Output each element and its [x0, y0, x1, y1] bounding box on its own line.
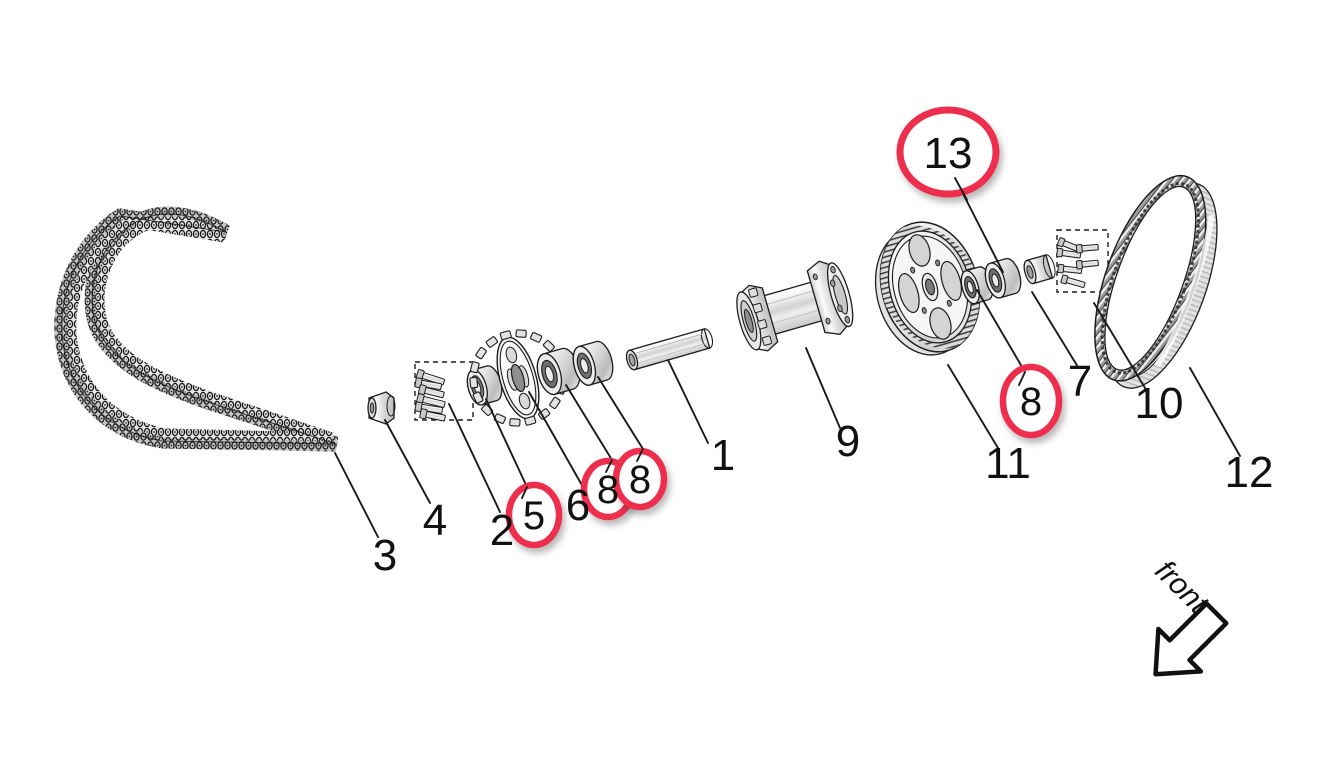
- pulley-spoke-cutouts: [897, 234, 963, 340]
- callout-highlight-rings: [505, 106, 1063, 549]
- bolt-cluster-right-upper: [1056, 237, 1099, 259]
- callout-number-12[interactable]: 12: [1225, 448, 1274, 497]
- callout-number-11[interactable]: 11: [985, 439, 1031, 488]
- hub-left-flange: [736, 284, 779, 352]
- part-spacer-bushing-right: [1023, 254, 1056, 285]
- leader-12: [1189, 367, 1241, 457]
- leader-8b: [597, 376, 644, 450]
- leader-3: [334, 452, 379, 538]
- leader-lines: [334, 177, 1241, 538]
- leader-2: [448, 403, 501, 513]
- leader-8c: [976, 289, 1026, 373]
- leader-5: [485, 398, 528, 488]
- callout-number-3[interactable]: 3: [373, 531, 397, 580]
- callout-number-8-mid[interactable]: 8: [597, 468, 619, 512]
- bolt-cluster-lower: [414, 393, 446, 422]
- part-axle-tube: [625, 328, 714, 371]
- callout-number-4[interactable]: 4: [423, 496, 447, 545]
- part-drive-belt: [1094, 174, 1218, 389]
- part-hub-shell: [736, 260, 854, 352]
- arrow-down-right-icon: [1153, 601, 1229, 677]
- callout-number-5[interactable]: 5: [523, 494, 545, 538]
- part-drive-chain: [54, 206, 339, 452]
- callout-number-8-right[interactable]: 8: [1020, 380, 1042, 424]
- callout-number-10[interactable]: 10: [1135, 379, 1184, 428]
- chain-strand-inner: [67, 216, 334, 442]
- hub-right-flange: [806, 260, 854, 335]
- part-bearing-left-outer: [572, 340, 614, 386]
- callout-number-13[interactable]: 13: [924, 129, 973, 178]
- leader-10: [1093, 302, 1146, 389]
- part-sprocket: [469, 329, 567, 427]
- bolt-cluster-right-lower: [1057, 259, 1099, 288]
- leader-6: [528, 391, 584, 488]
- leader-stubs-in-bubbles: [521, 177, 1026, 499]
- highlight-ring-8-right[interactable]: [999, 363, 1063, 439]
- leader-11: [947, 364, 999, 449]
- highlight-ring-8-outer[interactable]: [612, 447, 668, 511]
- leader-8a: [565, 384, 613, 461]
- part-spacer-bushing-left: [367, 391, 396, 425]
- highlight-ring-5[interactable]: [505, 481, 563, 549]
- callout-number-9[interactable]: 9: [836, 417, 860, 466]
- callout-number-6[interactable]: 6: [566, 481, 590, 530]
- callout-number-7[interactable]: 7: [1068, 357, 1092, 406]
- part-bearing-right-outer: [984, 257, 1022, 299]
- leader-7: [1031, 291, 1079, 368]
- leader-1: [667, 359, 709, 444]
- part-bolt-kit-left: [414, 361, 474, 422]
- part-bearing-left-mid: [536, 347, 581, 396]
- part-bolt-kit-right: [1056, 229, 1109, 293]
- callout-number-2[interactable]: 2: [490, 506, 514, 555]
- callout-numbers: 1 2 3 4 5 6 8 8 9 11 8 7 10 12 13: [373, 129, 1274, 580]
- leader-4: [384, 419, 431, 504]
- highlight-ring-13[interactable]: [896, 106, 1000, 198]
- leader-9: [805, 347, 841, 429]
- callout-number-1[interactable]: 1: [711, 431, 735, 480]
- callout-number-8-outer[interactable]: 8: [629, 458, 651, 502]
- bolt-cluster-upper: [414, 369, 446, 399]
